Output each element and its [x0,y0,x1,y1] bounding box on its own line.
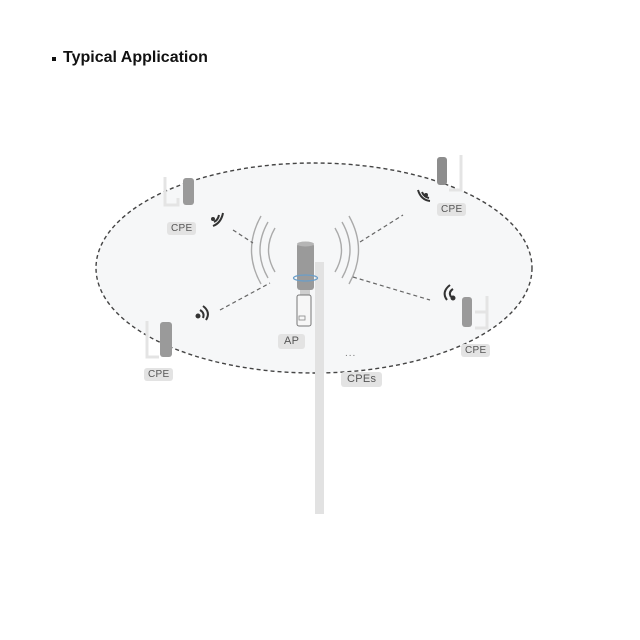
mounting-pole-front [315,262,324,514]
wifi-icon-bottom-left [195,305,209,321]
link-bottom-left [219,282,271,311]
ap-device [292,241,319,327]
section-heading: Typical Application [52,49,208,67]
link-top-right [359,214,404,243]
cpe-label-top-left: CPE [167,222,197,235]
bullet-icon [52,56,56,61]
ap-label: AP [278,334,306,349]
cpe-device-top-left [163,177,194,207]
section-title: Typical Application [63,49,208,66]
cpe-label-top-right: CPE [437,203,467,216]
link-right [352,276,431,301]
ap-signal-waves [250,215,360,285]
more-cpes-ellipsis: ... [345,348,357,359]
cpe-device-top-right [437,155,463,192]
cpe-label-bottom-left: CPE [144,368,174,381]
wifi-icon-top-right [417,189,431,202]
wifi-icon-top-left [211,212,224,227]
cpe-device-bottom-left [145,321,172,359]
wifi-icon-right [443,284,456,301]
link-top-left [232,229,254,244]
cpe-device-right [462,296,489,330]
cpe-label-right: CPE [461,344,491,357]
more-cpes-label: CPEs [341,372,383,387]
wireless-links [219,214,431,311]
ap-rotation-ring [292,274,319,282]
